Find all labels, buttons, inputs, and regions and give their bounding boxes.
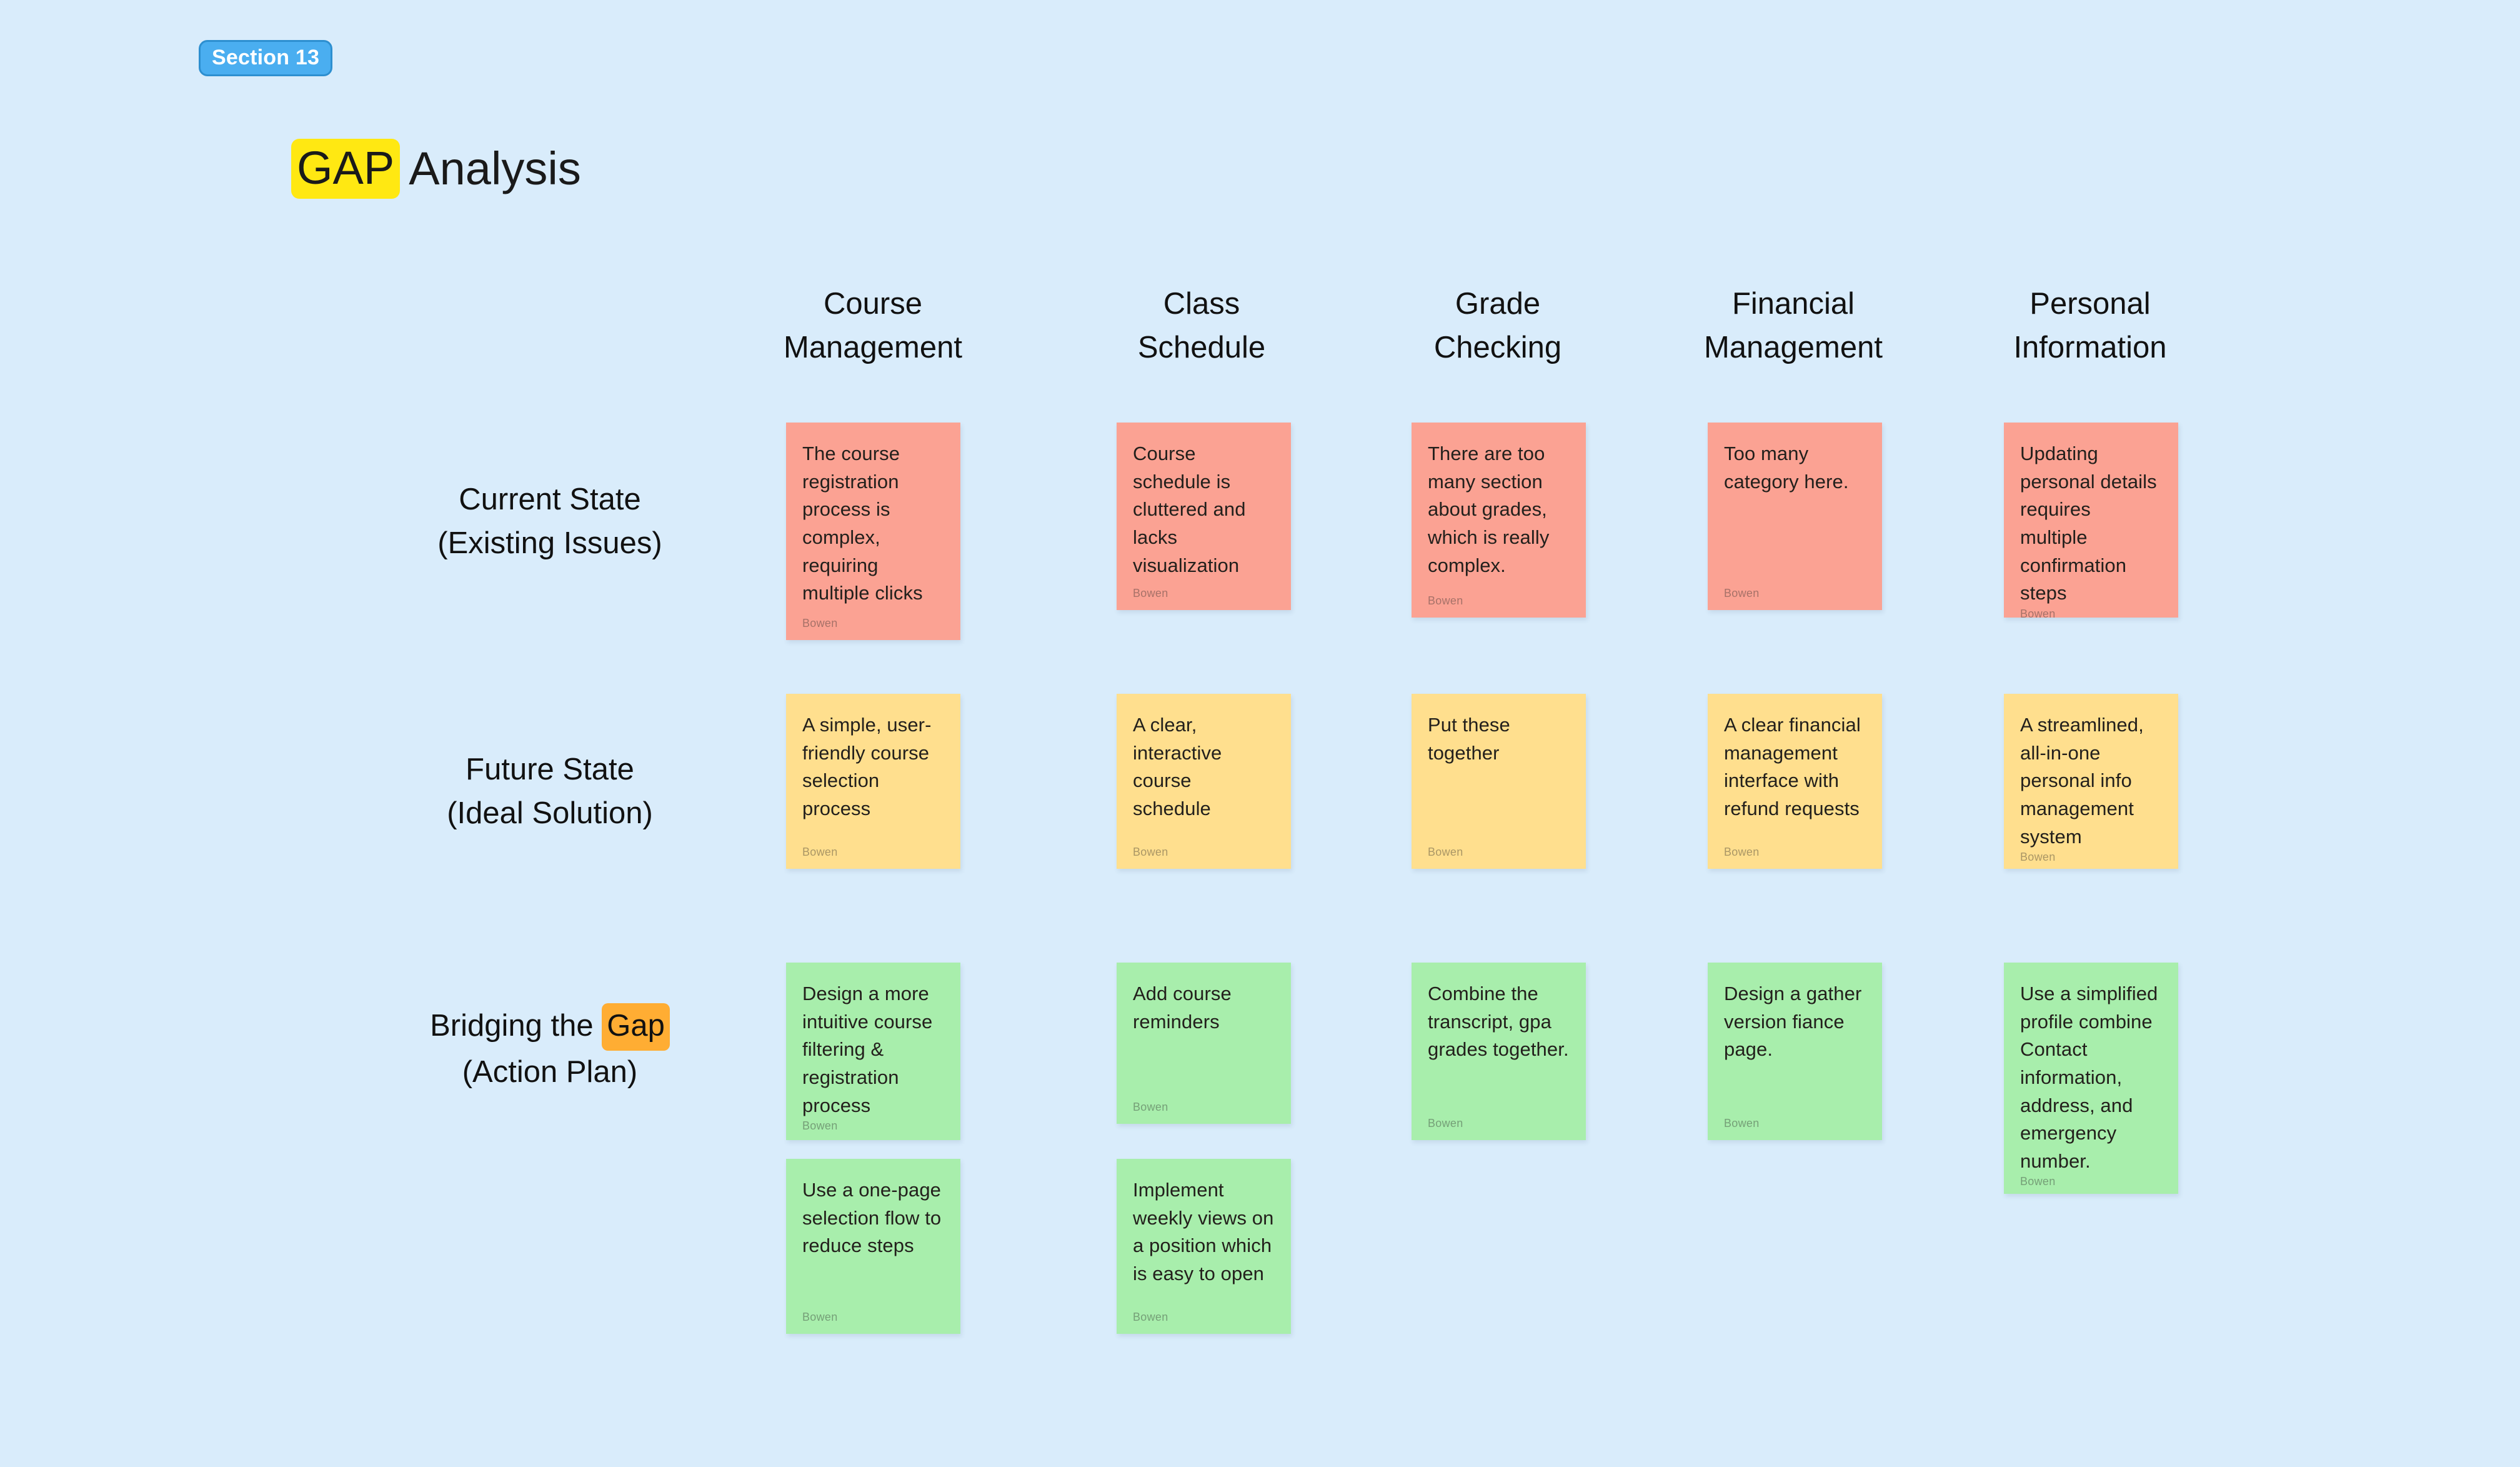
sticky-note-author: Bowen bbox=[2020, 851, 2056, 864]
sticky-note-author: Bowen bbox=[1428, 1117, 1463, 1129]
row-label-bridging-the-gap: Bridging the Gap (Action Plan) bbox=[325, 1003, 775, 1094]
sticky-note-author: Bowen bbox=[1428, 846, 1463, 858]
column-header-line2: Information bbox=[2013, 330, 2167, 364]
row-label-future-state: Future State (Ideal Solution) bbox=[325, 748, 775, 835]
column-header-line1: Financial bbox=[1731, 287, 1855, 321]
column-header-line2: Management bbox=[783, 330, 962, 364]
sticky-note[interactable]: A clear, interactive course schedule Bow… bbox=[1117, 694, 1291, 869]
sticky-note-text: Use a one-page selection flow to reduce … bbox=[802, 1179, 942, 1257]
sticky-note[interactable]: Implement weekly views on a position whi… bbox=[1117, 1159, 1291, 1334]
sticky-note-author: Bowen bbox=[1133, 846, 1168, 858]
sticky-note[interactable]: A clear financial management interface w… bbox=[1708, 694, 1882, 869]
column-header-line1: Course bbox=[824, 287, 922, 321]
sticky-note-text: Put these together bbox=[1428, 714, 1510, 764]
sticky-note-author: Bowen bbox=[1133, 1101, 1168, 1113]
sticky-note[interactable]: Design a gather version fiance page. Bow… bbox=[1708, 963, 1882, 1140]
sticky-note-text: There are too many section about grades,… bbox=[1428, 443, 1550, 576]
sticky-note[interactable]: Too many category here. Bowen bbox=[1708, 423, 1882, 610]
title-rest: Analysis bbox=[409, 143, 581, 194]
sticky-note[interactable]: There are too many section about grades,… bbox=[1412, 423, 1586, 618]
sticky-note-text: A clear financial management interface w… bbox=[1724, 714, 1861, 819]
sticky-note-author: Bowen bbox=[1724, 1117, 1760, 1129]
sticky-note[interactable]: Use a one-page selection flow to reduce … bbox=[786, 1159, 960, 1334]
sticky-note-text: Updating personal details requires multi… bbox=[2020, 443, 2157, 604]
column-header-course-management: Course Management bbox=[742, 283, 1004, 369]
column-header-line2: Checking bbox=[1433, 330, 1562, 364]
sticky-note-text: Course schedule is cluttered and lacks v… bbox=[1133, 443, 1246, 576]
row-label-line1: Bridging the Gap bbox=[325, 1003, 775, 1051]
sticky-note-author: Bowen bbox=[802, 1311, 838, 1323]
sticky-note[interactable]: Use a simplified profile combine Contact… bbox=[2004, 963, 2178, 1194]
sticky-note-author: Bowen bbox=[1428, 594, 1463, 607]
sticky-note-text: Add course reminders bbox=[1133, 983, 1232, 1033]
column-header-personal-information: Personal Information bbox=[1959, 283, 2221, 369]
column-header-class-schedule: Class Schedule bbox=[1070, 283, 1333, 369]
row-label-line2: (Existing Issues) bbox=[437, 526, 662, 560]
row-label-line2: (Action Plan) bbox=[462, 1054, 638, 1089]
sticky-note[interactable]: A streamlined, all-in-one personal info … bbox=[2004, 694, 2178, 869]
column-header-grade-checking: Grade Checking bbox=[1367, 283, 1629, 369]
sticky-note-text: A clear, interactive course schedule bbox=[1133, 714, 1222, 819]
column-header-line2: Schedule bbox=[1137, 330, 1266, 364]
sticky-note-author: Bowen bbox=[2020, 607, 2056, 620]
sticky-note-text: Use a simplified profile combine Contact… bbox=[2020, 983, 2158, 1172]
sticky-note-text: Implement weekly views on a position whi… bbox=[1133, 1179, 1274, 1284]
sticky-note[interactable]: Put these together Bowen bbox=[1412, 694, 1586, 869]
page-title: GAP Analysis bbox=[291, 139, 581, 199]
row-label-line1: Future State bbox=[466, 753, 634, 786]
sticky-note-author: Bowen bbox=[1724, 846, 1760, 858]
sticky-note[interactable]: A simple, user-friendly course selection… bbox=[786, 694, 960, 869]
sticky-note[interactable]: The course registration process is compl… bbox=[786, 423, 960, 640]
sticky-note[interactable]: Combine the transcript, gpa grades toget… bbox=[1412, 963, 1586, 1140]
sticky-note-author: Bowen bbox=[1133, 1311, 1168, 1323]
row-label-line2: (Ideal Solution) bbox=[447, 796, 653, 830]
column-header-financial-management: Financial Management bbox=[1662, 283, 1925, 369]
row-label-line1-prefix: Bridging the bbox=[430, 1009, 602, 1043]
sticky-note-text: Combine the transcript, gpa grades toget… bbox=[1428, 983, 1569, 1061]
sticky-note[interactable]: Design a more intuitive course filtering… bbox=[786, 963, 960, 1140]
column-header-line1: Grade bbox=[1455, 287, 1541, 321]
row-label-current-state: Current State (Existing Issues) bbox=[325, 478, 775, 565]
sticky-note-author: Bowen bbox=[1724, 587, 1760, 599]
sticky-note-text: Design a more intuitive course filtering… bbox=[802, 983, 933, 1116]
row-label-line1: Current State bbox=[459, 483, 641, 516]
sticky-note-text: Too many category here. bbox=[1724, 443, 1849, 493]
sticky-note[interactable]: Updating personal details requires multi… bbox=[2004, 423, 2178, 620]
sticky-note-author: Bowen bbox=[802, 846, 838, 858]
row-label-highlight-gap: Gap bbox=[602, 1003, 670, 1051]
sticky-note-text: A streamlined, all-in-one personal info … bbox=[2020, 714, 2144, 848]
sticky-note-text: A simple, user-friendly course selection… bbox=[802, 714, 932, 819]
sticky-note[interactable]: Course schedule is cluttered and lacks v… bbox=[1117, 423, 1291, 610]
sticky-note[interactable]: Add course reminders Bowen bbox=[1117, 963, 1291, 1124]
sticky-note-text: Design a gather version fiance page. bbox=[1724, 983, 1862, 1061]
sticky-note-author: Bowen bbox=[802, 617, 838, 629]
sticky-note-text: The course registration process is compl… bbox=[802, 443, 923, 604]
sticky-note-author: Bowen bbox=[2020, 1175, 2056, 1188]
sticky-note-author: Bowen bbox=[802, 1119, 838, 1133]
sticky-note-author: Bowen bbox=[1133, 587, 1168, 599]
column-header-line1: Class bbox=[1163, 287, 1240, 321]
column-header-line2: Management bbox=[1703, 330, 1883, 364]
column-header-line1: Personal bbox=[2029, 287, 2151, 321]
section-chip[interactable]: Section 13 bbox=[199, 40, 333, 76]
title-highlight-gap: GAP bbox=[291, 139, 401, 199]
